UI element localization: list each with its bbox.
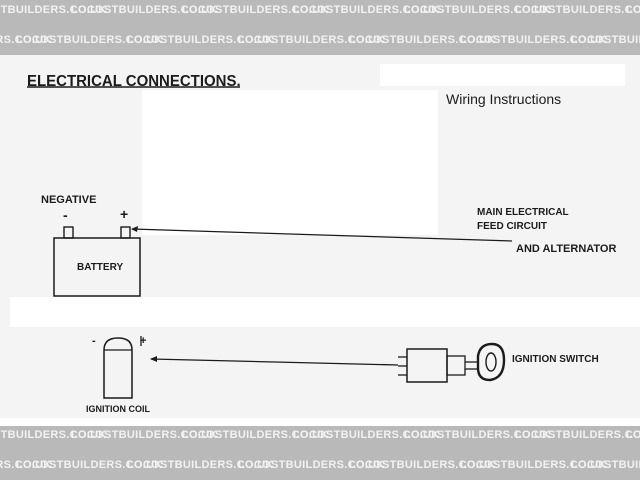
redaction-patch [380, 64, 625, 86]
watermark-text: LOCOSTBUILDERS.CO.UK [349, 34, 496, 46]
watermark-text: LOCOSTBUILDERS.CO.UK [71, 429, 218, 441]
watermark-text: LOCOSTBUILDERS.CO.UK [182, 429, 329, 441]
battery-positive-sign: + [120, 206, 128, 222]
watermark-text: LOCOSTBUILDERS.CO.UK [71, 4, 218, 16]
watermark-text: LOCOSTBUILDERS.CO.UK [460, 459, 607, 471]
ignition-arrowhead [150, 356, 157, 362]
watermark-text: LOCOSTBUILDERS.CO.UK [571, 459, 640, 471]
diagram-title: ELECTRICAL CONNECTIONS. [27, 73, 241, 90]
ignition-coil-label: IGNITION COIL [86, 404, 151, 414]
redaction-patch [10, 297, 640, 327]
feed-label-line2: FEED CIRCUIT [477, 221, 547, 232]
ignition-coil-body [103, 337, 133, 399]
coil-positive-sign: + [140, 335, 146, 347]
watermark-row: LOCOSTBUILDERS.CO.UKLOCOSTBUILDERS.CO.UK… [0, 4, 640, 16]
watermark-band-bottom: LOCOSTBUILDERS.CO.UKLOCOSTBUILDERS.CO.UK… [0, 425, 640, 480]
watermark-text: LOCOSTBUILDERS.CO.UK [626, 429, 640, 441]
watermark-text: LOCOSTBUILDERS.CO.UK [404, 429, 551, 441]
battery-negative-terminal [63, 226, 74, 239]
diagram-subtitle: Wiring Instructions [446, 91, 561, 107]
coil-negative-sign: - [92, 335, 96, 347]
watermark-text: LOCOSTBUILDERS.CO.UK [238, 34, 385, 46]
battery-label: BATTERY [77, 262, 123, 273]
redaction-patch [142, 90, 438, 235]
watermark-text: LOCOSTBUILDERS.CO.UK [571, 34, 640, 46]
feed-arrowhead [131, 226, 138, 232]
watermark-text: LOCOSTBUILDERS.CO.UK [16, 34, 163, 46]
watermark-text: LOCOSTBUILDERS.CO.UK [404, 4, 551, 16]
watermark-row: LOCOSTBUILDERS.CO.UKLOCOSTBUILDERS.CO.UK… [0, 459, 640, 471]
watermark-text: LOCOSTBUILDERS.CO.UK [127, 459, 274, 471]
watermark-text: LOCOSTBUILDERS.CO.UK [515, 429, 640, 441]
watermark-text: LOCOSTBUILDERS.CO.UK [127, 34, 274, 46]
ignition-switch-symbol [398, 348, 478, 383]
watermark-text: LOCOSTBUILDERS.CO.UK [626, 4, 640, 16]
watermark-text: LOCOSTBUILDERS.CO.UK [293, 429, 440, 441]
main-feed-wire [131, 228, 513, 242]
battery-negative-sign: - [63, 207, 68, 223]
ignition-switch-label: IGNITION SWITCH [512, 354, 599, 365]
watermark-text: LOCOSTBUILDERS.CO.UK [238, 459, 385, 471]
ignition-feed-wire [150, 358, 399, 366]
watermark-text: LOCOSTBUILDERS.CO.UK [349, 459, 496, 471]
watermark-text: LOCOSTBUILDERS.CO.UK [460, 34, 607, 46]
battery-terminal-label: NEGATIVE [41, 194, 96, 206]
battery-body [53, 237, 141, 297]
watermark-text: LOCOSTBUILDERS.CO.UK [293, 4, 440, 16]
watermark-text: LOCOSTBUILDERS.CO.UK [182, 4, 329, 16]
feed-label-line1: MAIN ELECTRICAL [477, 207, 569, 218]
redaction-patch [0, 418, 640, 426]
battery-positive-terminal [120, 226, 131, 239]
ignition-key-icon [476, 342, 506, 382]
feed-label-line3: AND ALTERNATOR [516, 243, 616, 255]
watermark-row: LOCOSTBUILDERS.CO.UKLOCOSTBUILDERS.CO.UK… [0, 34, 640, 46]
watermark-text: LOCOSTBUILDERS.CO.UK [515, 4, 640, 16]
watermark-text: LOCOSTBUILDERS.CO.UK [16, 459, 163, 471]
watermark-band-top: LOCOSTBUILDERS.CO.UKLOCOSTBUILDERS.CO.UK… [0, 0, 640, 55]
watermark-row: LOCOSTBUILDERS.CO.UKLOCOSTBUILDERS.CO.UK… [0, 429, 640, 441]
